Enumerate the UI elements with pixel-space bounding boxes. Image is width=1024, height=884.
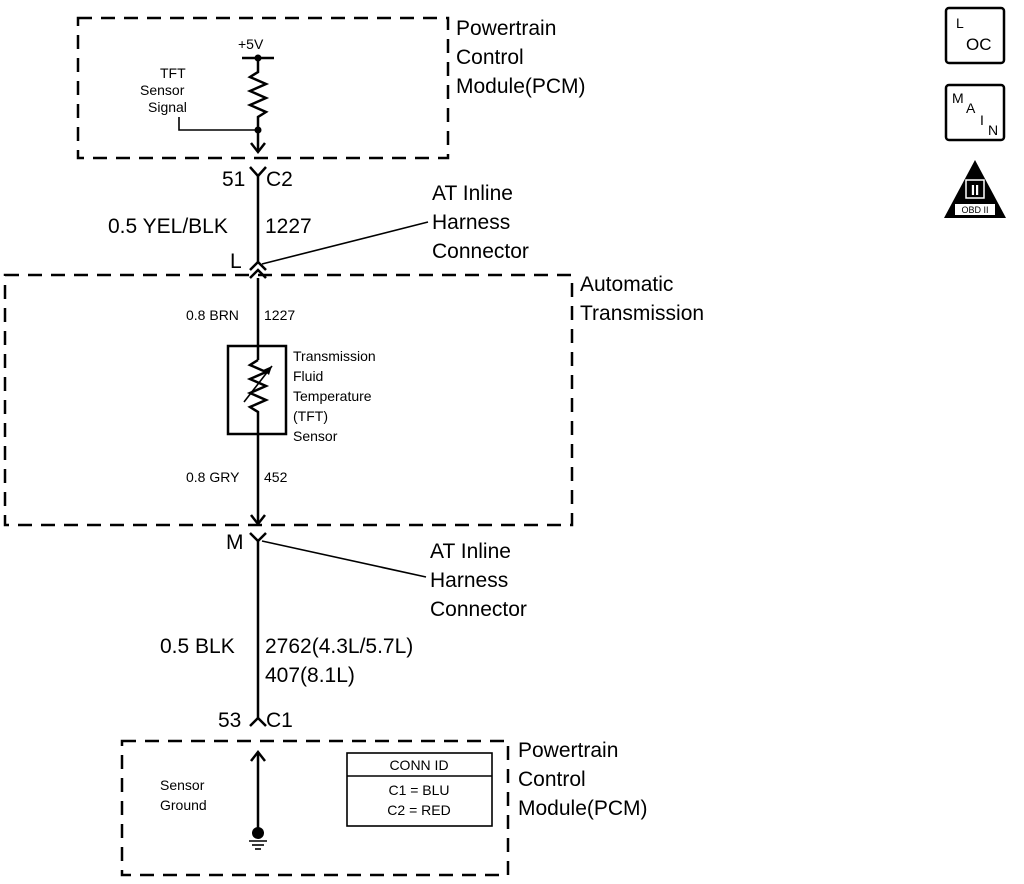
ground-arrow-icon — [250, 749, 266, 762]
inline-connector-l-label-1: AT Inline — [432, 182, 513, 205]
inline-connector-m-pin: M — [226, 531, 244, 554]
sensor-ground-line-1: Sensor — [160, 777, 205, 793]
inline-connector-m-symbol — [249, 532, 267, 543]
conn-id-row-c2: C2 = RED — [387, 802, 450, 818]
obd-ii-icon[interactable]: II OBD II — [944, 160, 1006, 218]
pcm-top-module: Powertrain Control Module(PCM) +5V TFT S… — [76, 16, 586, 160]
main-icon-m: M — [952, 90, 964, 106]
tft-sensor-line-2: Fluid — [293, 368, 323, 384]
wire-blk-circuit-1: 2762(4.3L/5.7L) — [265, 635, 413, 658]
loc-icon-l: L — [956, 15, 964, 31]
tft-sensor-line-5: Sensor — [293, 428, 338, 444]
connector-c1-pin: 53 — [218, 709, 241, 732]
inline-connector-l: L AT Inline Harness Connector — [230, 182, 529, 279]
loc-icon-oc: OC — [966, 35, 992, 54]
inline-connector-l-top — [249, 260, 267, 271]
obd-ii-label-bg — [955, 204, 995, 215]
inline-connector-m-label-1: AT Inline — [430, 540, 511, 563]
conn-id-table — [346, 752, 493, 827]
main-icon[interactable]: M A I N — [944, 83, 1006, 142]
obd-ii-label: OBD II — [961, 205, 988, 215]
tft-sensor-line-1: Transmission — [293, 348, 376, 364]
connector-c1-name: C1 — [266, 709, 293, 732]
pcm-top-title-line-3: Module(PCM) — [456, 75, 586, 98]
wire-gry-circuit: 452 — [264, 469, 288, 485]
connector-c2-symbol — [249, 166, 267, 178]
transmission-module: Automatic Transmission 0.8 BRN 1227 Tran… — [3, 273, 704, 527]
loc-icon[interactable]: L OC — [944, 6, 1006, 65]
tft-signal-line-1: TFT — [160, 65, 186, 81]
inline-connector-l-pin: L — [230, 250, 242, 273]
conn-id-header: CONN ID — [389, 757, 448, 773]
pcm-top-title-line-1: Powertrain — [456, 17, 556, 40]
inline-connector-m-label-3: Connector — [430, 598, 527, 621]
wire-yel-blk-label: 0.5 YEL/BLK — [108, 215, 228, 238]
main-icon-n: N — [988, 122, 998, 138]
inline-connector-l-label-3: Connector — [432, 240, 529, 263]
pcm-bottom-title-line-2: Control — [518, 768, 586, 791]
tft-signal-line-2: Sensor — [140, 82, 185, 98]
connector-c2: 51 C2 — [222, 166, 293, 191]
main-icon-i: I — [980, 112, 984, 128]
wire-gry-label: 0.8 GRY — [186, 469, 240, 485]
ground-node — [252, 827, 264, 839]
inline-connector-l-leader — [261, 221, 429, 265]
wire-brn-circuit: 1227 — [264, 307, 295, 323]
obd-ii-inner-box — [965, 179, 985, 199]
wire-brn-label: 0.8 BRN — [186, 307, 239, 323]
connector-c1-symbol — [249, 716, 267, 727]
wire-gry-arrow-icon — [250, 514, 266, 527]
wire-yel-blk-circuit: 1227 — [265, 215, 312, 238]
sensor-ground-line-2: Ground — [160, 797, 207, 813]
inline-connector-m: M AT Inline Harness Connector — [226, 531, 527, 621]
inline-connector-m-label-2: Harness — [430, 569, 508, 592]
signal-arrow-icon — [250, 142, 266, 155]
conn-id-row-c1: C1 = BLU — [388, 782, 449, 798]
pcm-bottom-border — [120, 739, 510, 877]
tft-sensor-line-4: (TFT) — [293, 408, 328, 424]
transmission-border — [3, 273, 574, 527]
obd-ii-roman: II — [971, 182, 979, 199]
connector-c2-name: C2 — [266, 168, 293, 191]
pcm-bottom-title-line-3: Module(PCM) — [518, 797, 648, 820]
pcm-bottom-title-line-1: Powertrain — [518, 739, 618, 762]
transmission-title-line-1: Automatic — [580, 273, 673, 296]
wire-blk-label: 0.5 BLK — [160, 635, 235, 658]
tft-sensor-line-3: Temperature — [293, 388, 372, 404]
inline-connector-l-label-2: Harness — [432, 211, 510, 234]
connector-c1: 53 C1 — [218, 709, 293, 732]
main-icon-a: A — [966, 100, 976, 116]
voltage-label: +5V — [238, 36, 264, 52]
transmission-title-line-2: Transmission — [580, 302, 704, 325]
pcm-top-border — [76, 16, 450, 160]
connector-c2-pin: 51 — [222, 168, 245, 191]
inline-connector-m-leader — [261, 540, 427, 578]
tft-signal-line-3: Signal — [148, 99, 187, 115]
pullup-resistor-symbol — [246, 58, 270, 130]
thermistor-arrowhead-icon — [263, 366, 272, 375]
pcm-top-title-line-2: Control — [456, 46, 524, 69]
wire-blk-circuit-2: 407(8.1L) — [265, 664, 355, 687]
signal-leader-line — [178, 117, 258, 131]
pcm-bottom-module: Powertrain Control Module(PCM) Sensor Gr… — [120, 739, 648, 877]
thermistor-icon — [246, 358, 270, 434]
